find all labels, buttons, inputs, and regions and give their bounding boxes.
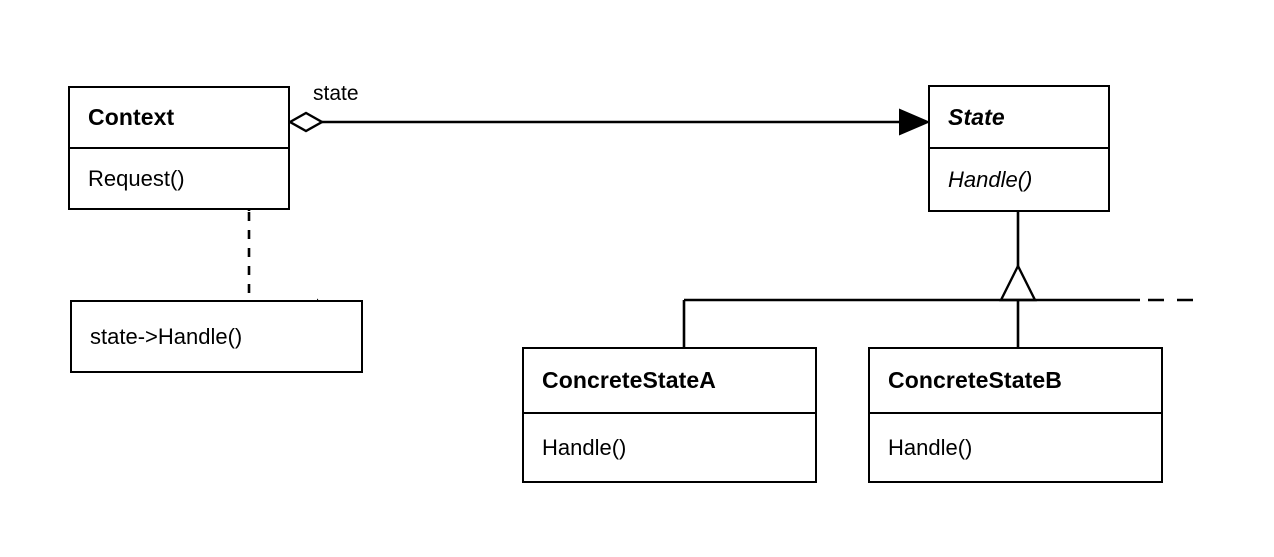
- concrete-state-b-name-compartment: ConcreteStateB: [870, 349, 1161, 414]
- context-class-name: Context: [88, 104, 175, 130]
- open-diamond-icon: [287, 111, 325, 133]
- uml-note-text: state->Handle(): [90, 323, 243, 349]
- context-operations-compartment: Request(): [70, 149, 288, 208]
- state-operation-handle: Handle(): [948, 166, 1033, 192]
- filled-arrowhead-icon: [899, 108, 931, 136]
- generalization-tree: [682, 212, 1197, 348]
- association-role-label: state: [313, 82, 359, 105]
- concrete-state-b-operation-handle: Handle(): [888, 434, 973, 460]
- uml-class-concrete-state-b[interactable]: ConcreteStateB Handle(): [868, 347, 1163, 483]
- hollow-triangle-icon: [999, 263, 1037, 302]
- concrete-state-a-name-compartment: ConcreteStateA: [524, 349, 815, 414]
- concrete-state-b-class-name: ConcreteStateB: [888, 367, 1062, 393]
- concrete-state-a-operations-compartment: Handle(): [524, 414, 815, 481]
- context-name-compartment: Context: [70, 88, 288, 149]
- state-operations-compartment: Handle(): [930, 149, 1108, 210]
- uml-class-context[interactable]: Context Request(): [68, 86, 290, 210]
- concrete-state-b-operations-compartment: Handle(): [870, 414, 1161, 481]
- context-operation-request: Request(): [88, 165, 185, 191]
- state-class-name: State: [948, 103, 1005, 130]
- association-context-state: [287, 108, 931, 136]
- state-name-compartment: State: [930, 87, 1108, 150]
- concrete-state-a-class-name: ConcreteStateA: [542, 367, 716, 393]
- uml-note-request[interactable]: state->Handle(): [70, 300, 363, 373]
- uml-class-concrete-state-a[interactable]: ConcreteStateA Handle(): [522, 347, 817, 483]
- concrete-state-a-operation-handle: Handle(): [542, 434, 627, 460]
- uml-class-state[interactable]: State Handle(): [928, 85, 1110, 212]
